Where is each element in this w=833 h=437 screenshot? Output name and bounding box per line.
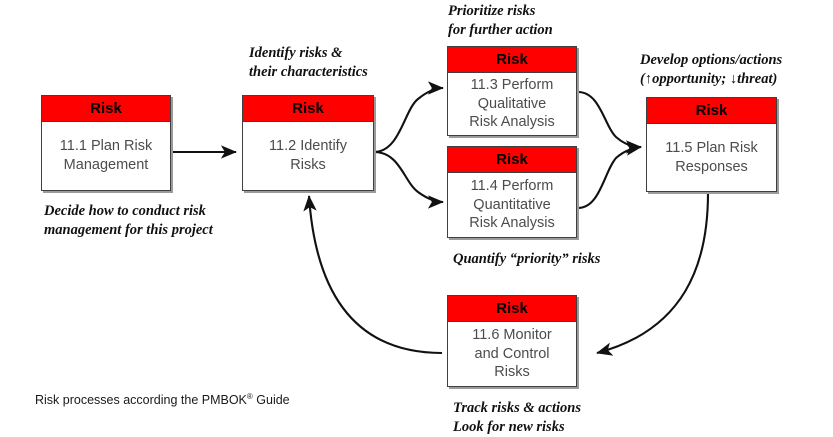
annotation-identify-risks: Identify risks & their characteristics xyxy=(249,45,368,81)
box-line-2: and Control xyxy=(474,345,550,362)
annotation-develop-options: Develop options/actions (↑opportunity; ↓… xyxy=(640,52,783,88)
arrow-11-3-to-11-5 xyxy=(577,90,642,154)
box-header-label: Risk xyxy=(448,47,576,73)
box-header-label: Risk xyxy=(243,96,373,122)
box-line-2: Management xyxy=(63,157,149,173)
annotation-decide-how: Decide how to conduct risk management fo… xyxy=(44,203,213,239)
box-line-1: 11.3 Perform xyxy=(470,77,554,94)
box-line-3: Risk Analysis xyxy=(469,215,555,232)
box-line-1: 11.4 Perform xyxy=(470,178,554,195)
annotation-prioritize-risks: Prioritize risks for further action xyxy=(448,3,553,39)
box-header-label: Risk xyxy=(647,98,776,124)
arrow-11-2-to-11-4 xyxy=(373,150,444,209)
box-header-label: Risk xyxy=(42,96,170,122)
footer-source-note: Risk processes according the PMBOK® Guid… xyxy=(35,392,290,407)
box-line-1: 11.2 Identify xyxy=(269,138,347,155)
footer-note-tail: Guide xyxy=(252,393,290,408)
arrow-11-5-to-11-6 xyxy=(596,192,710,356)
box-header-label: Risk xyxy=(448,296,576,322)
arrow-11-4-to-11-5 xyxy=(577,142,642,210)
box-line-2: Risks xyxy=(290,157,326,173)
box-line-1: 11.1 Plan Risk xyxy=(59,138,153,155)
arrow-11-6-to-11-2 xyxy=(303,195,443,355)
box-header-label: Risk xyxy=(448,147,576,173)
registered-trademark-icon: ® xyxy=(246,392,253,401)
annotation-track-risks: Track risks & actions Look for new risks xyxy=(453,400,581,436)
box-line-2: Qualitative xyxy=(477,95,547,112)
arrow-11-2-to-11-3 xyxy=(373,81,444,154)
box-line-3: Risk Analysis xyxy=(469,114,555,131)
box-line-1: 11.6 Monitor xyxy=(472,327,552,344)
annotation-quantify-priority: Quantify “priority” risks xyxy=(453,251,601,267)
box-line-1: 11.5 Plan Risk xyxy=(665,139,758,156)
box-line-2: Quantitative xyxy=(473,196,551,213)
footer-note-text: Risk processes according the PMBOK xyxy=(35,393,247,408)
box-line-2: Responses xyxy=(675,158,748,175)
box-line-3: Risks xyxy=(494,364,530,381)
